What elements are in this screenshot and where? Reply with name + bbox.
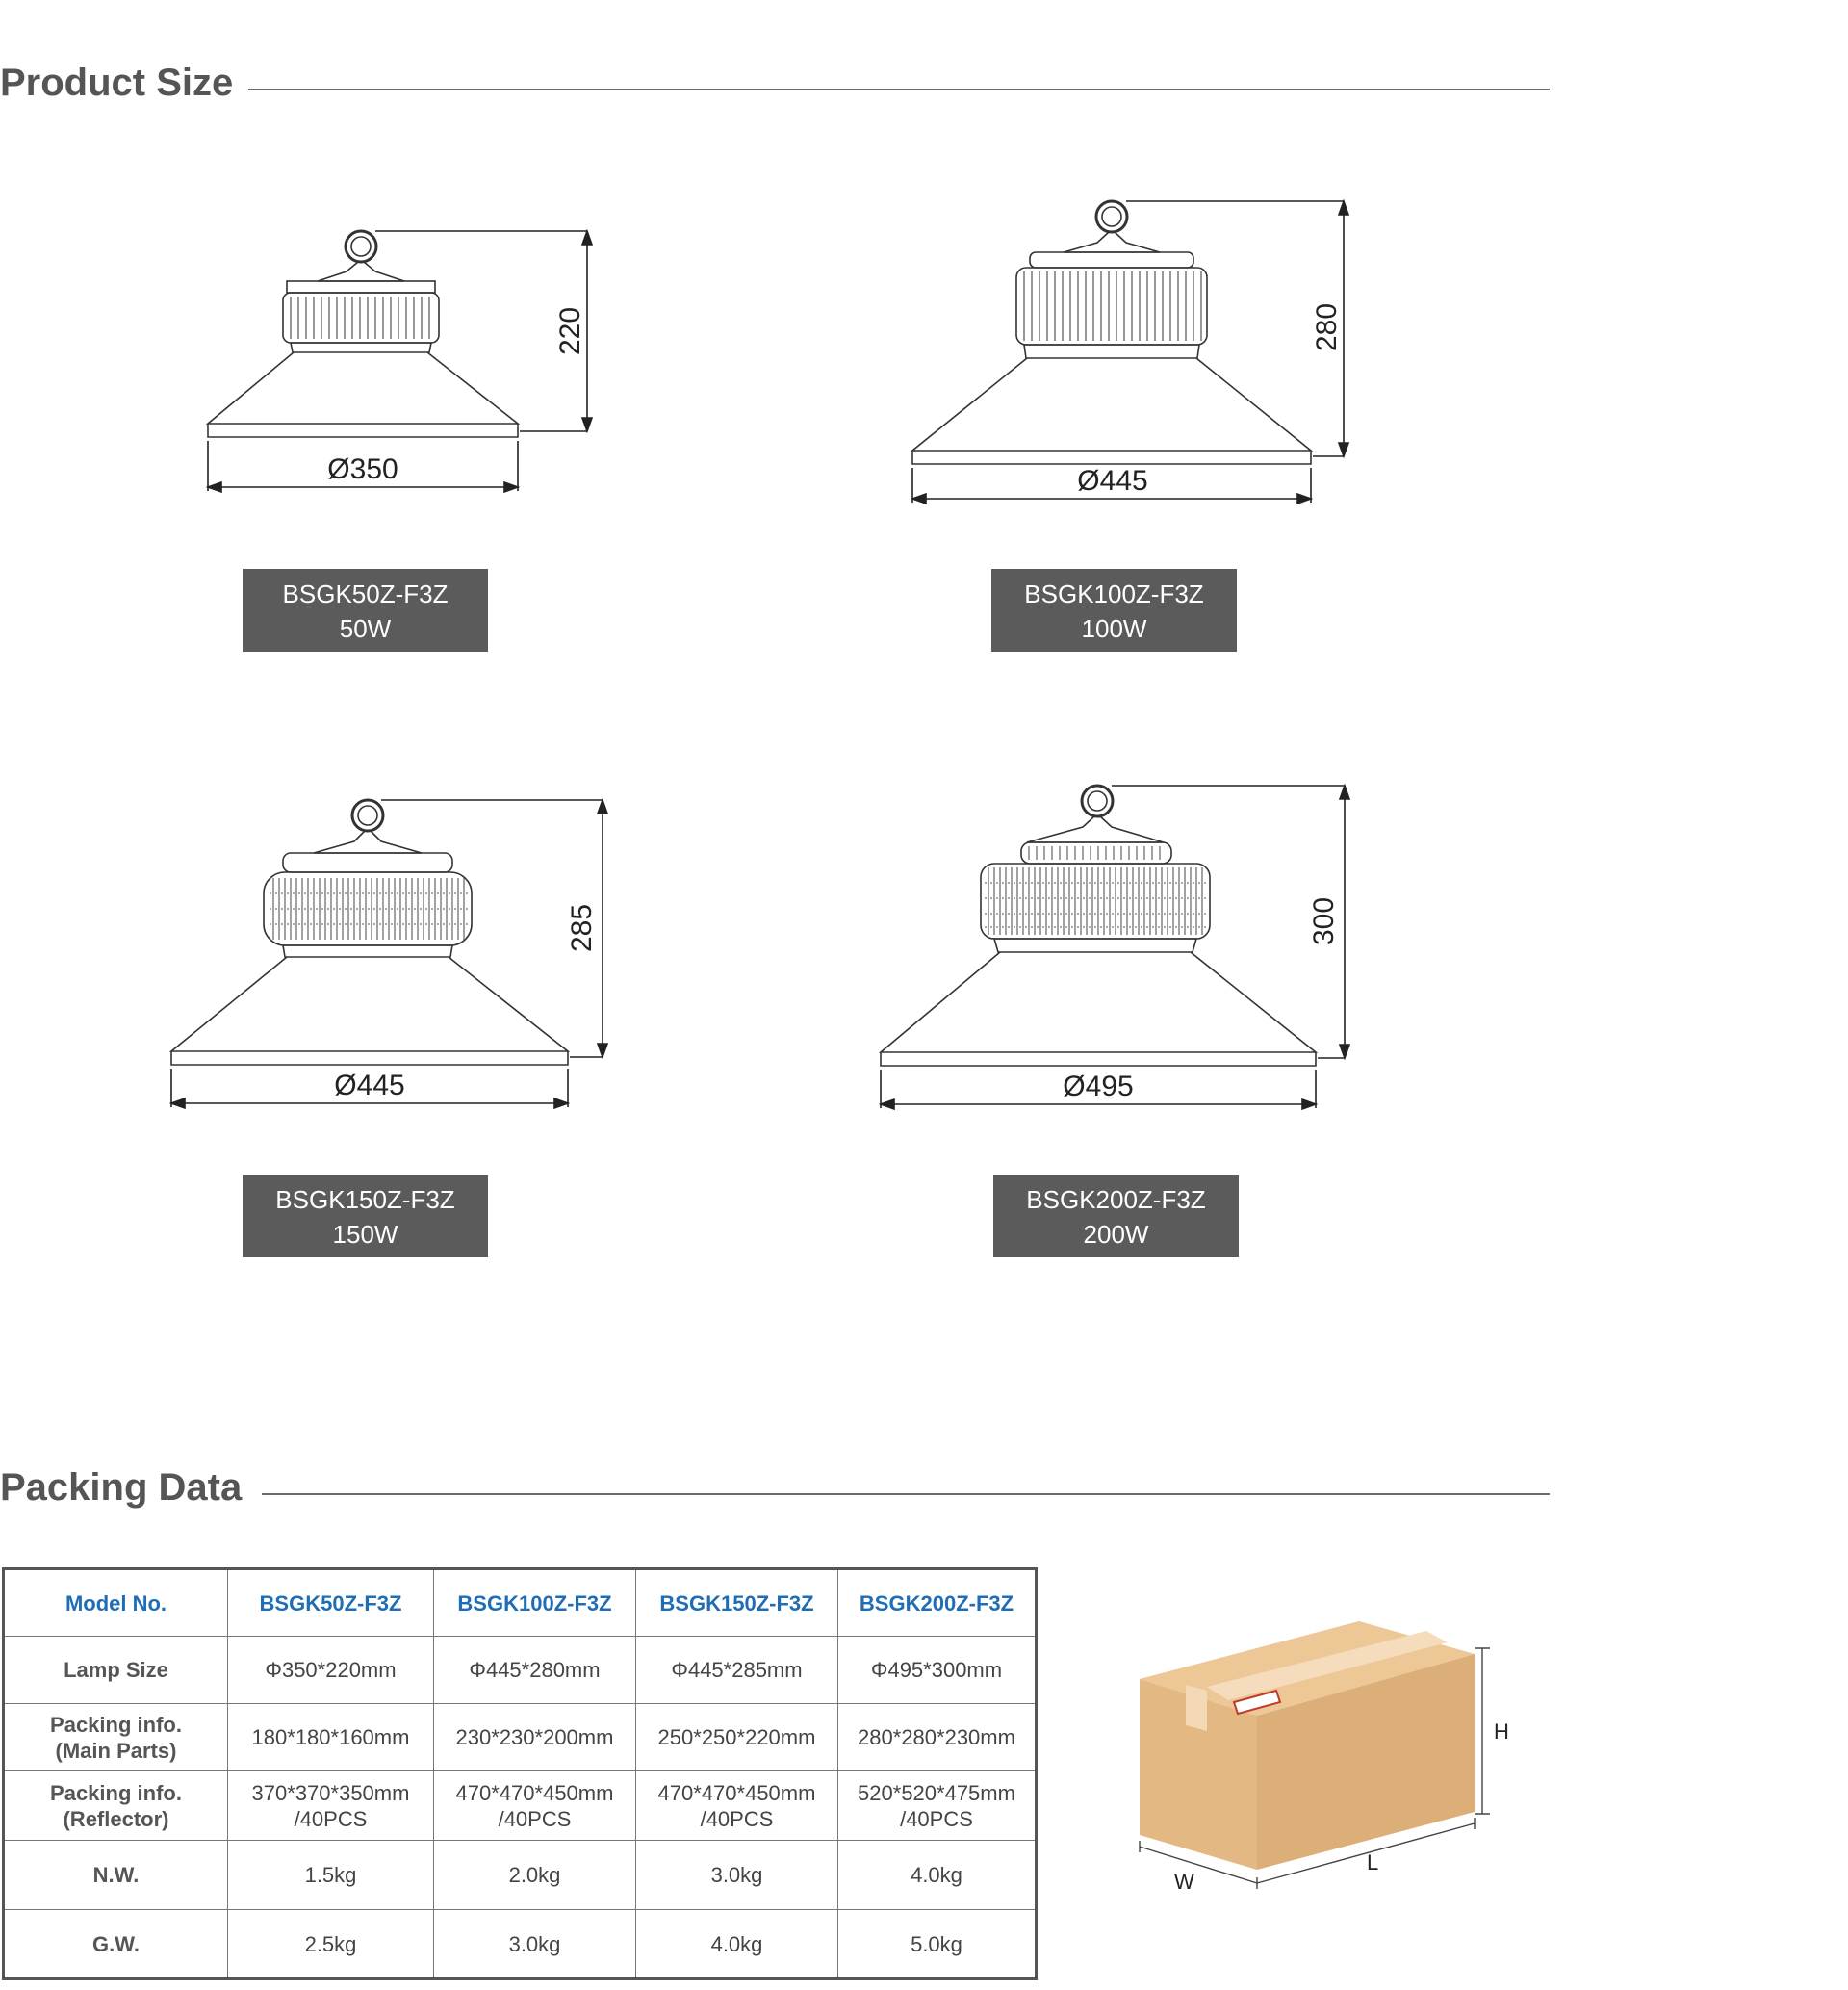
table-cell: Φ445*280mm: [433, 1636, 636, 1704]
table-row: Packing info.(Reflector) 370*370*350mm/4…: [3, 1770, 1037, 1841]
product-size-title: Product Size: [0, 62, 234, 104]
table-cell: 3.0kg: [433, 1909, 636, 1979]
row-label: Packing info.(Main Parts): [3, 1703, 228, 1771]
model-box-2-power: 100W: [1081, 614, 1147, 643]
model-box-1-model: BSGK50Z-F3Z: [282, 580, 449, 608]
model-box-3: BSGK150Z-F3Z 150W: [243, 1175, 488, 1257]
table-header-row: Model No. BSGK50Z-F3Z BSGK100Z-F3Z BSGK1…: [3, 1568, 1037, 1637]
table-cell: 5.0kg: [837, 1909, 1037, 1979]
packing-table: Model No. BSGK50Z-F3Z BSGK100Z-F3Z BSGK1…: [2, 1567, 1038, 1980]
row-label: G.W.: [3, 1909, 228, 1979]
table-cell: 1.5kg: [227, 1840, 434, 1910]
lamp-2-height-label: 280: [1311, 303, 1343, 351]
table-cell: 2.5kg: [227, 1909, 434, 1979]
carton-tape-front: [1186, 1685, 1207, 1731]
table-header-cell: Model No.: [3, 1568, 228, 1637]
lamp-4-height-label: 300: [1308, 897, 1340, 945]
lamp-3-fins: [270, 878, 468, 940]
carton-side: [1257, 1654, 1475, 1870]
model-box-3-model: BSGK150Z-F3Z: [275, 1185, 455, 1214]
table-header-cell: BSGK50Z-F3Z: [227, 1568, 434, 1637]
table-cell: 280*280*230mm: [837, 1703, 1037, 1771]
lamp-drawing-1: 220 Ø350: [202, 221, 606, 510]
row-label: Lamp Size: [3, 1636, 228, 1704]
lamp-4-body: [878, 784, 1319, 1067]
carton-tape-top: [1207, 1631, 1448, 1700]
lamp-2-dimension-lines: [910, 198, 1350, 505]
table-cell: 470*470*450mm/40PCS: [433, 1770, 636, 1841]
lamp-1-diameter-label: Ø350: [327, 453, 398, 485]
model-box-4: BSGK200Z-F3Z 200W: [993, 1175, 1239, 1257]
model-box-1: BSGK50Z-F3Z 50W: [243, 569, 488, 652]
table-cell: Φ495*300mm: [837, 1636, 1037, 1704]
model-box-2-model: BSGK100Z-F3Z: [1024, 580, 1204, 608]
lamp-drawing-3: 285 Ø445: [164, 789, 616, 1117]
lamp-2-body: [910, 199, 1314, 465]
table-cell: 470*470*450mm/40PCS: [635, 1770, 838, 1841]
row-label: Packing info.(Reflector): [3, 1770, 228, 1841]
lamp-1-dimension-lines: [205, 228, 594, 494]
row-label: N.W.: [3, 1840, 228, 1910]
model-box-1-power: 50W: [339, 614, 392, 643]
carton-height-label: H: [1494, 1719, 1509, 1744]
lamp-drawing-4: 300 Ø495: [871, 775, 1352, 1122]
table-cell: 4.0kg: [837, 1840, 1037, 1910]
table-cell: 180*180*160mm: [227, 1703, 434, 1771]
lamp-2-fins: [1023, 271, 1202, 341]
table-cell: 4.0kg: [635, 1909, 838, 1979]
lamp-3-dimension-lines: [168, 797, 609, 1110]
table-cell: Φ445*285mm: [635, 1636, 838, 1704]
table-cell: 230*230*200mm: [433, 1703, 636, 1771]
table-cell: 520*520*475mm/40PCS: [837, 1770, 1037, 1841]
lamp-4-diameter-label: Ø495: [1063, 1071, 1133, 1102]
packing-data-rule: [262, 1493, 1550, 1495]
carton-dimension-lines: [1139, 1647, 1490, 1889]
packing-data-title: Packing Data: [0, 1466, 243, 1509]
table-header-cell: BSGK200Z-F3Z: [837, 1568, 1037, 1637]
lamp-3-height-label: 285: [566, 904, 598, 952]
product-size-rule: [248, 89, 1550, 90]
lamp-4-dimension-lines: [878, 783, 1351, 1111]
table-cell: 370*370*350mm/40PCS: [227, 1770, 434, 1841]
lamp-4-fins: [985, 846, 1206, 935]
lamp-3-body: [168, 798, 571, 1066]
lamp-1-body: [205, 229, 521, 438]
carton-label-icon: [1232, 1689, 1282, 1716]
carton-length-label: L: [1367, 1850, 1378, 1874]
table-row: Packing info.(Main Parts) 180*180*160mm …: [3, 1703, 1037, 1771]
table-row: N.W. 1.5kg 2.0kg 3.0kg 4.0kg: [3, 1840, 1037, 1910]
model-box-3-power: 150W: [332, 1220, 398, 1249]
lamp-1-fins: [290, 297, 430, 339]
table-cell: 3.0kg: [635, 1840, 838, 1910]
table-cell: 250*250*220mm: [635, 1703, 838, 1771]
model-box-4-model: BSGK200Z-F3Z: [1026, 1185, 1206, 1214]
table-row: Lamp Size Φ350*220mm Φ445*280mm Φ445*285…: [3, 1636, 1037, 1704]
lamp-3-diameter-label: Ø445: [334, 1070, 404, 1101]
lamp-drawing-2: 280 Ø445: [905, 193, 1357, 520]
table-cell: Φ350*220mm: [227, 1636, 434, 1704]
table-row: G.W. 2.5kg 3.0kg 4.0kg 5.0kg: [3, 1909, 1037, 1979]
lamp-2-diameter-label: Ø445: [1077, 465, 1147, 497]
carton-front: [1140, 1679, 1257, 1870]
lamp-1-height-label: 220: [554, 307, 586, 355]
carton-box-diagram: H L W: [1126, 1608, 1530, 1901]
table-header-cell: BSGK100Z-F3Z: [433, 1568, 636, 1637]
table-cell: 2.0kg: [433, 1840, 636, 1910]
table-header-cell: BSGK150Z-F3Z: [635, 1568, 838, 1637]
model-box-2: BSGK100Z-F3Z 100W: [991, 569, 1237, 652]
carton-width-label: W: [1174, 1870, 1194, 1894]
model-box-4-power: 200W: [1083, 1220, 1149, 1249]
